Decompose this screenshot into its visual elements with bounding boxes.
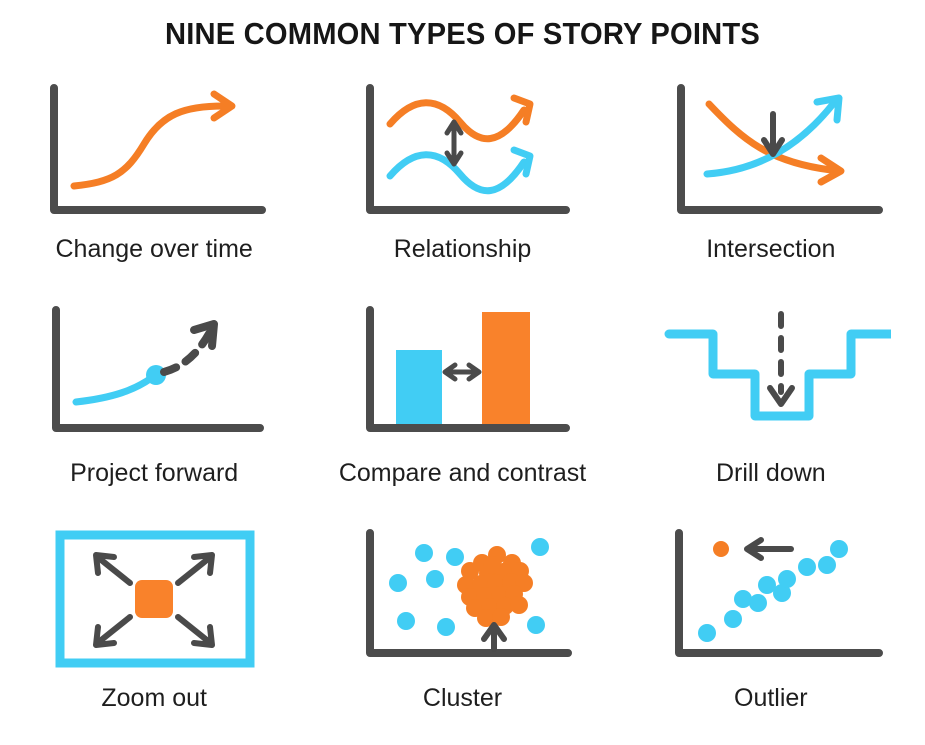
four-diagonal-arrows-icon (93, 551, 216, 648)
panel-label: Change over time (55, 235, 253, 263)
center-square (135, 579, 174, 618)
panel-cluster[interactable]: Cluster (308, 523, 616, 745)
scatter-cluster-icon (366, 528, 573, 657)
page-title: NINE COMMON TYPES OF STORY POINTS (164, 16, 761, 51)
dashed-projection-arrow-icon (52, 306, 265, 433)
horizontal-double-arrow-icon (442, 362, 482, 382)
panel-label: Relationship (393, 235, 532, 263)
crossing-curves-icon (676, 84, 883, 214)
bar-blue (396, 350, 443, 425)
panel-drill-down[interactable]: Drill down (617, 300, 925, 522)
panel-label: Outlier (734, 683, 808, 712)
panel-label: Drill down (715, 459, 826, 488)
two-bars-icon (366, 306, 571, 433)
panel-change-over-time[interactable]: Change over time (0, 78, 308, 300)
left-arrow-icon (743, 536, 794, 561)
panel-label: Cluster (422, 683, 503, 712)
cluster-blue-dots (389, 537, 550, 636)
dashed-down-arrow-icon (766, 311, 795, 408)
outlier-dot (712, 540, 729, 557)
cluster-orange-dots (457, 545, 534, 627)
scatter-outlier-icon (674, 528, 883, 657)
panel-grid: Change over time Relationship (0, 78, 925, 745)
panel-label: Zoom out (101, 683, 207, 712)
zoom-frame (55, 530, 255, 668)
panel-outlier[interactable]: Outlier (617, 523, 925, 745)
two-parallel-wavy-curves-icon (366, 84, 571, 214)
s-curve-rising-arrow-icon (50, 84, 267, 214)
panel-zoom-out[interactable]: Zoom out (0, 523, 308, 745)
panel-compare-and-contrast[interactable]: Compare and contrast (308, 300, 616, 522)
up-arrow-icon (481, 621, 508, 652)
panel-label: Compare and contrast (338, 459, 587, 488)
stepped-valley-icon (664, 311, 891, 421)
bar-orange (482, 312, 531, 425)
expand-arrows-frame-icon (55, 530, 255, 668)
panel-intersection[interactable]: Intersection (617, 78, 925, 300)
panel-project-forward[interactable]: Project forward (0, 300, 308, 522)
outlier-blue-dots (697, 539, 848, 642)
panel-relationship[interactable]: Relationship (308, 78, 616, 300)
panel-label: Intersection (706, 235, 836, 263)
panel-label: Project forward (70, 459, 239, 488)
vertical-double-arrow-icon (444, 119, 464, 167)
down-arrow-icon (760, 111, 785, 157)
